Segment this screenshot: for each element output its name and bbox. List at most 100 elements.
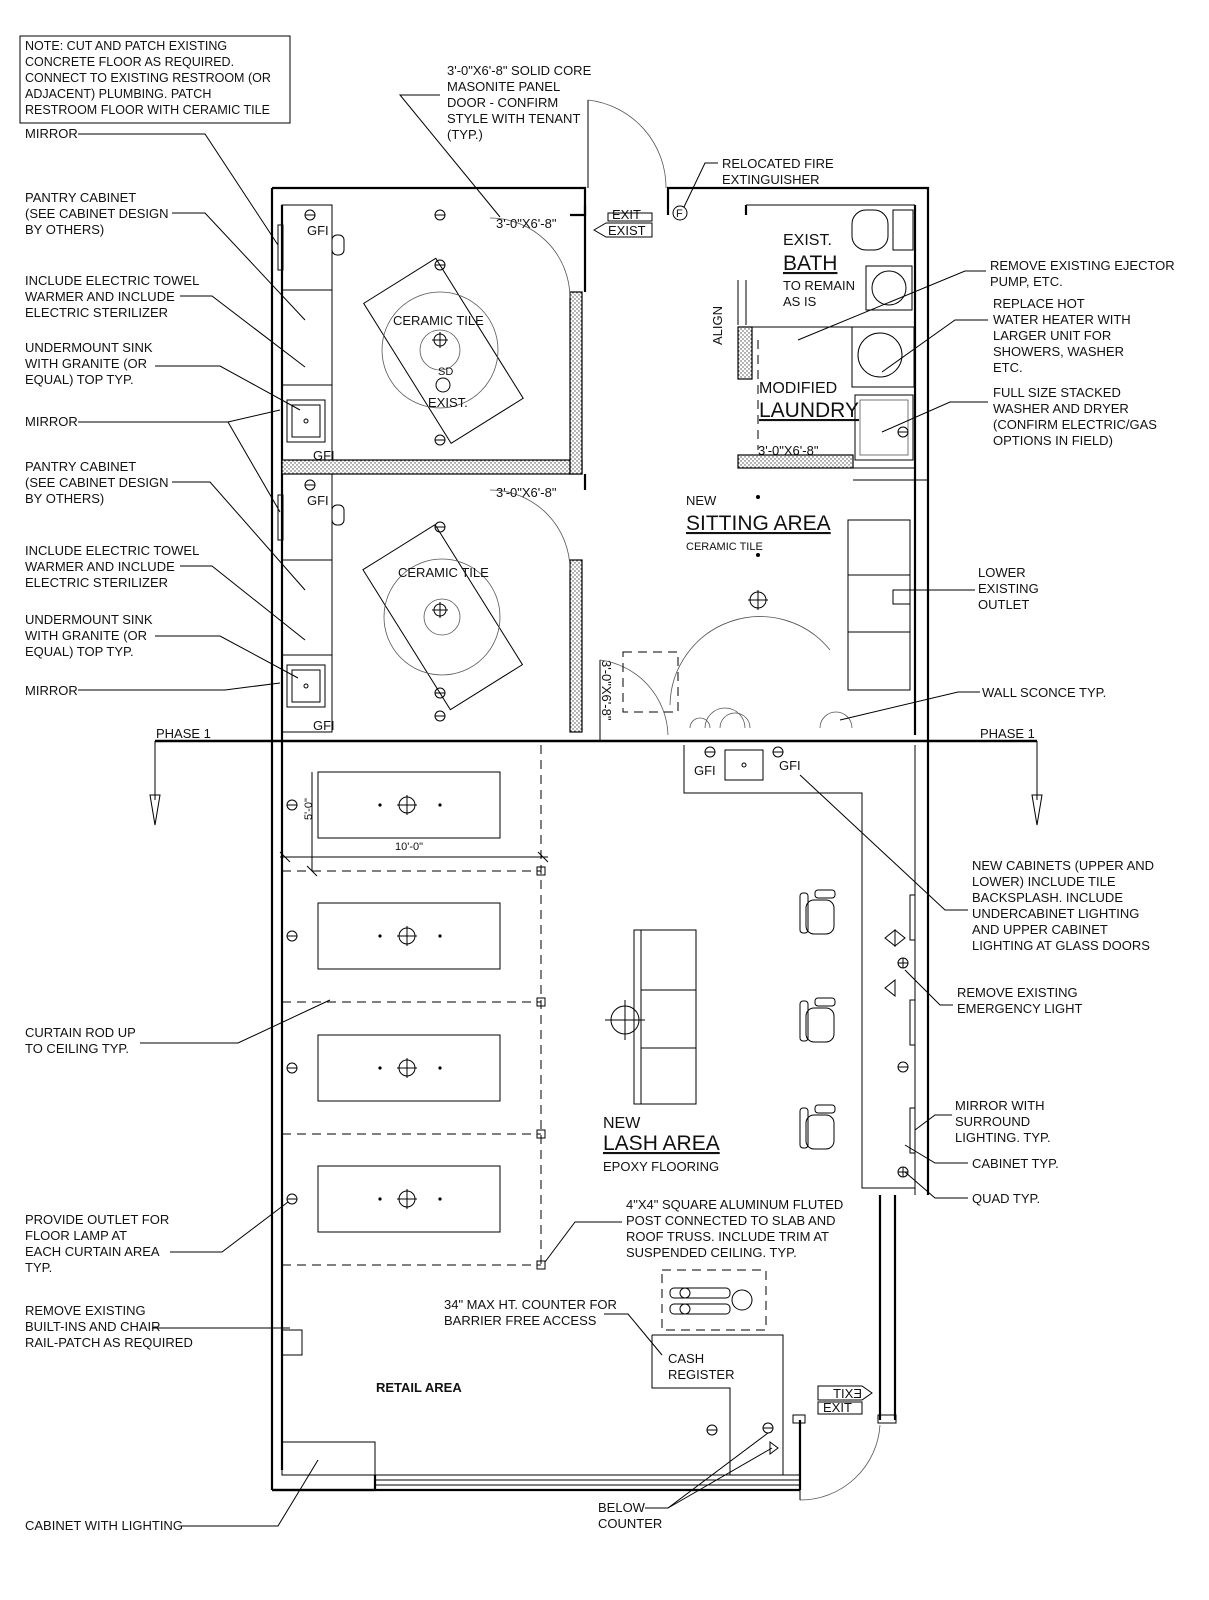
door-size-tag: 3'-0"X6'-8": [496, 216, 557, 231]
treatment-bed-1: [362, 257, 524, 444]
callout-mirror-surround-l2: SURROUND: [955, 1114, 1030, 1129]
callout-mirror-surround-l1: MIRROR WITH: [955, 1098, 1045, 1113]
callout-cabinets-l2: LOWER) INCLUDE TILE: [972, 874, 1116, 889]
door-note-line-4: STYLE WITH TENANT: [447, 111, 580, 126]
callout-heater-l2: WATER HEATER WITH: [993, 312, 1131, 327]
callout-mirror-1: MIRROR: [25, 126, 78, 141]
callout-towel-1-l3: ELECTRIC STERILIZER: [25, 305, 168, 320]
bath-label-line2: BATH: [783, 252, 837, 275]
align-tag: ALIGN: [710, 306, 725, 345]
callout-counter-l2: BARRIER FREE ACCESS: [444, 1313, 597, 1328]
callout-pantry-2-l2: (SEE CABINET DESIGN: [25, 475, 169, 490]
note-line-1: NOTE: CUT AND PATCH EXISTING: [25, 39, 227, 53]
washer-dryer: [854, 394, 914, 461]
callout-towel-1-l2: WARMER AND INCLUDE: [25, 289, 175, 304]
door-note-leader: [398, 94, 501, 218]
callout-remove-l1: REMOVE EXISTING: [25, 1303, 146, 1318]
gfi-tag: GFI: [307, 493, 329, 508]
callout-remove-l3: RAIL-PATCH AS REQUIRED: [25, 1335, 193, 1350]
lash-bed-4: [317, 1165, 501, 1233]
door-note-line-1: 3'-0"X6'-8" SOLID CORE: [447, 63, 592, 78]
door-note-line-5: (TYP.): [447, 127, 483, 142]
door-note-line-2: MASONITE PANEL: [447, 79, 560, 94]
sink-2: [286, 664, 326, 708]
smoke-detector-label: SD: [438, 366, 453, 378]
callout-cabinets-l6: LIGHTING AT GLASS DOORS: [972, 938, 1150, 953]
callout-outlet-l2: FLOOR LAMP AT: [25, 1228, 127, 1243]
post: [536, 1260, 546, 1270]
callout-washer-l1: FULL SIZE STACKED: [993, 385, 1121, 400]
callout-ejector-l1: REMOVE EXISTING EJECTOR: [990, 258, 1175, 273]
callout-sink-2-l2: WITH GRANITE (OR: [25, 628, 147, 643]
exit-sign-top: EXIT EXIST: [593, 207, 653, 238]
treatment-bed-2: [362, 523, 524, 711]
lash-label-line1: NEW: [603, 1115, 641, 1132]
callout-cabinets-l3: BACKSPLASH. INCLUDE: [972, 890, 1123, 905]
callout-pantry-2-l1: PANTRY CABINET: [25, 459, 136, 474]
gfi-tag: GFI: [313, 448, 335, 463]
sink-1: [286, 399, 326, 443]
door-size-tag-vertical: 3'-0"X6'-8": [599, 660, 614, 721]
exit-label: EXIT: [612, 207, 641, 222]
bath-sub-2: AS IS: [783, 294, 817, 309]
callout-fire-l1: RELOCATED FIRE: [722, 156, 834, 171]
callout-outlet-l2: EXISTING: [978, 581, 1039, 596]
door-note-line-3: DOOR - CONFIRM: [447, 95, 558, 110]
callout-quad-typ: QUAD TYP.: [972, 1191, 1040, 1206]
sitting-sofa: [847, 519, 911, 691]
callout-emergency-l1: REMOVE EXISTING: [957, 985, 1078, 1000]
display-cabinet: [281, 1441, 376, 1476]
fire-extinguisher-icon: [672, 205, 688, 221]
pantry-cabinet-2: [281, 473, 333, 733]
callout-post-l3: ROOF TRUSS. INCLUDE TRIM AT: [626, 1229, 829, 1244]
note-line-2: CONCRETE FLOOR AS REQUIRED.: [25, 55, 234, 69]
lash-sink: [724, 749, 764, 781]
callout-outlet-l4: TYP.: [25, 1260, 52, 1275]
callout-curtain-l2: TO CEILING TYP.: [25, 1041, 129, 1056]
fire-ext-symbol: F: [676, 208, 683, 220]
dim-10ft: 10'-0": [395, 841, 423, 853]
lash-area: [279, 745, 916, 1270]
laundry-label-line2: LAUNDRY: [759, 399, 859, 422]
callout-sink-1-l3: EQUAL) TOP TYP.: [25, 372, 134, 387]
treatment-1-floor: CERAMIC TILE: [393, 313, 484, 328]
sitting-area: [599, 495, 911, 740]
callout-post-l1: 4"X4" SQUARE ALUMINUM FLUTED: [626, 1197, 843, 1212]
callout-cabinets-l4: UNDERCABINET LIGHTING: [972, 906, 1139, 921]
callout-washer-l2: WASHER AND DRYER: [993, 401, 1129, 416]
callout-washer-l4: OPTIONS IN FIELD): [993, 433, 1113, 448]
bath-sub-1: TO REMAIN: [783, 278, 855, 293]
right-callouts: RELOCATED FIRE EXTINGUISHER REMOVE EXIST…: [683, 156, 1175, 1206]
door-note: 3'-0"X6'-8" SOLID CORE MASONITE PANEL DO…: [398, 63, 592, 218]
callout-sconce: WALL SCONCE TYP.: [982, 685, 1106, 700]
callout-post-l4: SUSPENDED CEILING. TYP.: [626, 1245, 797, 1260]
callout-fire-l2: EXTINGUISHER: [722, 172, 820, 187]
lash-sofa: [633, 929, 697, 1105]
post: [536, 1129, 546, 1139]
below-counter-l2: COUNTER: [598, 1516, 662, 1531]
callout-heater-l1: REPLACE HOT: [993, 296, 1085, 311]
phase-line: [149, 739, 1043, 826]
chair-icon: [799, 997, 836, 1043]
phase-label-right: PHASE 1: [980, 726, 1035, 741]
cash-register-l1: CASH: [668, 1351, 704, 1366]
callout-towel-2-l2: WARMER AND INCLUDE: [25, 559, 175, 574]
callout-cabinet-lighting: CABINET WITH LIGHTING: [25, 1518, 183, 1533]
gfi-tag: GFI: [779, 758, 801, 773]
sitting-label-line2: SITTING AREA: [686, 512, 831, 535]
lash-bed-1: [317, 771, 501, 839]
note-line-4: ADJACENT) PLUMBING. PATCH: [25, 87, 211, 101]
callout-heater-l5: ETC.: [993, 360, 1023, 375]
callout-mirror-3: MIRROR: [25, 683, 78, 698]
gfi-tag: GFI: [694, 763, 716, 778]
retail-label: RETAIL AREA: [376, 1380, 462, 1395]
callout-cabinet-typ: CABINET TYP.: [972, 1156, 1059, 1171]
cash-register-l2: REGISTER: [668, 1367, 734, 1382]
callout-pantry-1-l2: (SEE CABINET DESIGN: [25, 206, 169, 221]
phase-label-left: PHASE 1: [156, 726, 211, 741]
treatment-rooms: [277, 204, 587, 733]
center-callouts: 4"X4" SQUARE ALUMINUM FLUTED POST CONNEC…: [444, 1197, 843, 1531]
toilet: [851, 209, 889, 251]
bath-label-line1: EXIST.: [783, 232, 832, 249]
